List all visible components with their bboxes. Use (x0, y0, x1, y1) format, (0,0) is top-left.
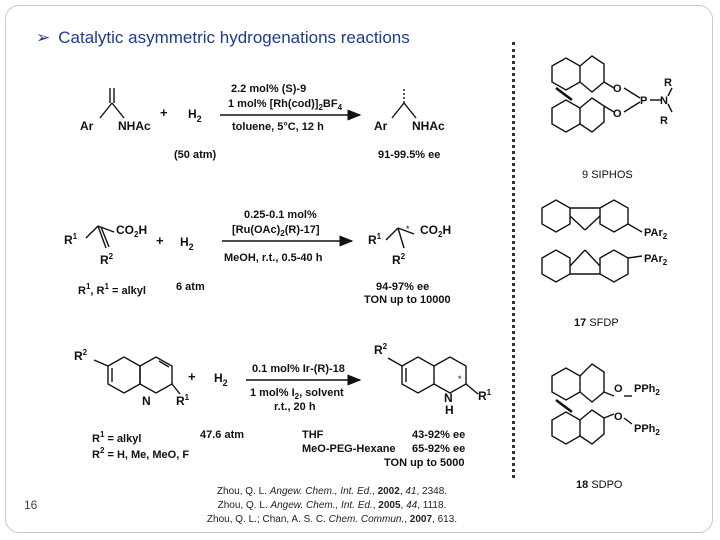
r1-product-skeleton (391, 88, 417, 119)
sfdp-par-bottom: PAr2 (644, 253, 668, 267)
r2-catalyst-line1: 0.25-0.1 mol% (244, 209, 317, 221)
slide-title: ➢ Catalytic asymmetric hydrogenations rea… (36, 28, 410, 48)
r3-substrate-n: N (142, 394, 151, 408)
r2-product-co2h: CO2H (420, 223, 451, 239)
r2-substrate-r2: R2 (100, 252, 114, 267)
r1-substrate-nhac: NHAc (118, 119, 151, 133)
r2-substrate-skeleton (85, 225, 115, 249)
sfdp-label: 17 SFDP (574, 317, 619, 329)
r1-h2: H2 (188, 107, 202, 124)
r3-conditions-1: 1 mol% I2, solvent (250, 387, 344, 401)
r2-product-stereo-star: * (406, 224, 410, 234)
r2-catalyst-line2: [Ru(OAc)2(R)-17] (232, 224, 320, 238)
r2-h2: H2 (180, 235, 194, 252)
ligand-sdpo: O O PPh2 PPh2 18 SDPO (551, 363, 660, 491)
siphos-o1: O (613, 83, 622, 95)
tetrahydroquinoline-skeleton (387, 356, 479, 395)
r3-h2: H2 (214, 371, 228, 388)
sdpo-pph2-bottom: PPh2 (634, 423, 660, 437)
r2-substituent-note: R1, R1 = alkyl (78, 282, 146, 297)
r1-substrate-ar: Ar (80, 119, 94, 133)
sdpo-pph2-top: PPh2 (634, 383, 660, 397)
ligand-sfdp: PAr2 PAr2 17 SFDP (541, 199, 668, 329)
r3-product-stereo-star: * (458, 374, 462, 384)
siphos-o2: O (613, 108, 622, 120)
slide-number: 16 (24, 498, 38, 512)
r2-pressure: 6 atm (176, 281, 205, 293)
r3-substituent-note-2: R2 = H, Me, MeO, F (92, 446, 189, 461)
r3-catalyst: 0.1 mol% Ir-(R)-18 (252, 363, 345, 375)
slide-frame (5, 5, 713, 533)
sfdp-structure (541, 199, 643, 283)
reference-2: Zhou, Q. L. Angew. Chem., Int. Ed., 2005… (217, 500, 447, 511)
r3-substrate-r1: R1 (176, 393, 190, 408)
enamide-substrate (99, 88, 125, 119)
slide-title-text: Catalytic asymmetric hydrogenations reac… (58, 28, 410, 47)
sfdp-par-top: PAr2 (644, 227, 668, 241)
r3-substituent-note-1: R1 = alkyl (92, 430, 141, 445)
reference-1: Zhou, Q. L. Angew. Chem., Int. Ed., 2002… (216, 486, 448, 497)
r3-product-n: N (444, 391, 453, 405)
r2-product-r1: R1 (368, 232, 382, 247)
siphos-label: 9 SIPHOS (582, 169, 633, 181)
r1-catalyst-line1: 2.2 mol% (S)-9 (231, 83, 306, 95)
r2-ton-result: TON up to 10000 (364, 294, 451, 306)
reference-3: Zhou, Q. L.; Chan, A. S. C. Chem. Commun… (206, 514, 458, 525)
r2-substrate-co2h: CO2H (116, 223, 147, 239)
r1-product-nhac: NHAc (412, 119, 445, 133)
r3-solvent-2: MeO-PEG-Hexane (302, 443, 396, 455)
r2-conditions: MeOH, r.t., 0.5-40 h (224, 252, 323, 264)
siphos-structure (551, 55, 673, 133)
r2-product-skeleton (385, 227, 415, 249)
r1-product-ar: Ar (374, 119, 388, 133)
r3-plus: + (188, 369, 196, 384)
reaction-1: Ar NHAc + H2 2.2 mol% (S)-9 1 mol% [Rh(c… (80, 83, 445, 161)
r3-ton-result: TON up to 5000 (384, 457, 464, 469)
sdpo-label: 18 SDPO (576, 479, 623, 491)
r1-conditions: toluene, 5°C, 12 h (232, 121, 324, 133)
reaction-3: R2 N R1 + H2 0.1 mol% Ir-(R)-18 1 mol% I… (74, 342, 492, 469)
arrow-bullet-icon: ➢ (36, 28, 51, 47)
r3-product-r2: R2 (374, 342, 388, 357)
r3-solvent-1: THF (302, 429, 324, 441)
r3-conditions-2: r.t., 20 h (274, 401, 316, 413)
r2-substrate-r1: R1 (64, 232, 78, 247)
r3-pressure: 47.6 atm (200, 429, 244, 441)
siphos-r-bottom: R (660, 115, 668, 127)
r2-ee-result: 94-97% ee (376, 281, 429, 293)
dotted-divider (512, 42, 515, 478)
siphos-n: N (660, 95, 668, 107)
r1-pressure: (50 atm) (174, 149, 217, 161)
reaction-2: R1 CO2H R2 + H2 0.25-0.1 mol% [Ru(OAc)2(… (64, 209, 451, 306)
r1-plus: + (160, 105, 168, 120)
siphos-p: P (640, 95, 647, 107)
r1-ee-result: 91-99.5% ee (378, 149, 440, 161)
sdpo-o-top: O (614, 383, 623, 395)
r3-product-r1: R1 (478, 388, 492, 403)
r2-product-r2: R2 (392, 252, 406, 267)
r3-ee-result-1: 43-92% ee (412, 429, 465, 441)
siphos-r-top: R (664, 77, 672, 89)
quinoline-skeleton (93, 356, 181, 395)
r3-substrate-r2: R2 (74, 348, 88, 363)
r2-plus: + (156, 233, 164, 248)
r3-ee-result-2: 65-92% ee (412, 443, 465, 455)
sdpo-o-bottom: O (614, 411, 623, 423)
r3-product-h: H (445, 403, 454, 417)
ligand-siphos: O O P N R R 9 SIPHOS (551, 55, 673, 181)
sdpo-structure (551, 363, 633, 445)
r1-catalyst-line2: 1 mol% [Rh(cod)]2BF4 (228, 98, 343, 112)
